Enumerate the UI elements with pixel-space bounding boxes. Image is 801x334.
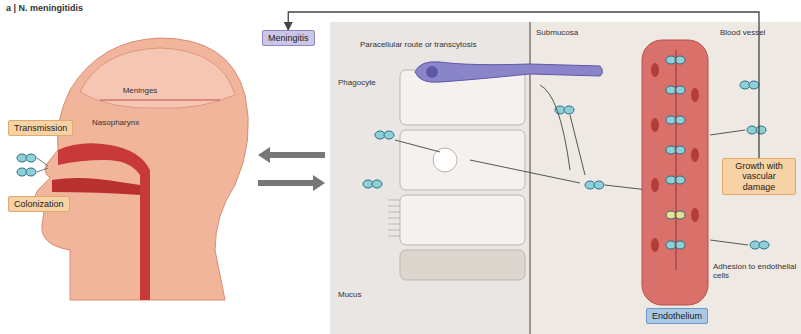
node-text: Endothelium [652, 311, 702, 321]
part-label: Paracellular route or transcytosis [360, 40, 477, 49]
brain [80, 48, 235, 108]
part-label: Meninges [123, 86, 158, 95]
part-label: Mucus [338, 290, 362, 299]
head-silhouette [35, 38, 248, 300]
bacteria-vessel [666, 56, 685, 249]
epithelial-cells [400, 70, 525, 280]
node-text: Transmission [14, 123, 67, 133]
nucleus [433, 148, 457, 172]
node-text: Colonization [14, 199, 64, 209]
part-label: Blood vessel [720, 28, 765, 37]
meninges-line [100, 100, 220, 101]
process-box: Endothelium [646, 308, 708, 324]
red-blood-cells [651, 63, 699, 252]
process-box: Colonization [8, 196, 70, 212]
part-label: Submucosa [536, 28, 578, 37]
vessel-flow [676, 50, 677, 270]
blood-vessel [642, 40, 708, 305]
panel-arrows [258, 147, 325, 191]
tissue-panel [330, 22, 801, 334]
process-box: Meningitis [262, 30, 315, 46]
node-text: Meningitis [268, 33, 309, 43]
cilia [388, 200, 400, 236]
part-label: Phagocyte [338, 78, 376, 87]
node-text: Growth with vascular damage [728, 161, 790, 192]
phagocyte [415, 62, 603, 83]
part-label: Nasopharynx [92, 118, 139, 127]
flow-arrow [288, 12, 759, 158]
spread-lines [37, 158, 48, 172]
process-box: Transmission [8, 120, 73, 136]
process-box: Growth with vascular damage [722, 158, 796, 195]
part-label: Adhesion to endothelial cells [713, 262, 797, 280]
oral-cavity [52, 178, 140, 195]
bacteria [17, 154, 36, 176]
nasal-airway [58, 143, 150, 300]
figure-title: a | N. meningitidis [6, 3, 83, 13]
phagocyte-nucleus [426, 66, 438, 78]
